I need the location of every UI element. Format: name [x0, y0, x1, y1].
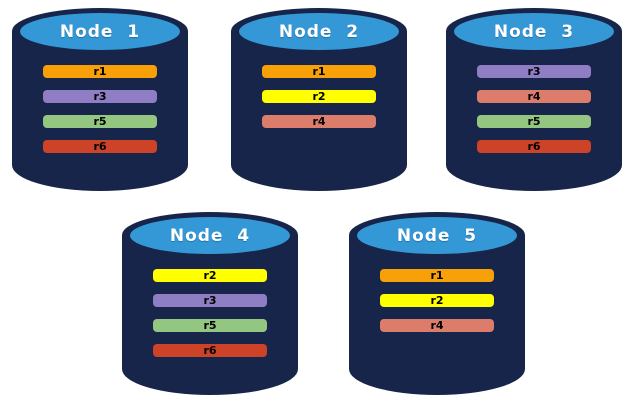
db-node-2: Node 2 r1 r2 r4: [231, 8, 407, 191]
replica-bar-r6: r6: [43, 140, 157, 153]
replica-bar-r3: r3: [477, 65, 591, 78]
cylinder-body: [12, 31, 188, 191]
db-node-1: Node 1 r1 r3 r5 r6: [12, 8, 188, 191]
replica-label: r1: [312, 65, 326, 78]
replica-bar-r4: r4: [262, 115, 376, 128]
cylinder-body: [122, 235, 298, 395]
replica-bar-r6: r6: [477, 140, 591, 153]
db-node-3: Node 3 r3 r4 r5 r6: [446, 8, 622, 191]
cylinder-body: [446, 31, 622, 191]
replica-bar-r2: r2: [380, 294, 494, 307]
replica-label: r1: [93, 65, 107, 78]
replica-label: r2: [312, 90, 326, 103]
replica-list: r1 r2 r4: [262, 65, 376, 128]
replica-label: r6: [527, 140, 541, 153]
replica-label: r2: [430, 294, 444, 307]
node-title: Node 3: [493, 21, 575, 42]
cylinder-body: [231, 31, 407, 191]
node-title: Node 2: [278, 21, 360, 42]
replica-label: r5: [203, 319, 217, 332]
node-title: Node 4: [169, 225, 251, 246]
replica-bar-r3: r3: [153, 294, 267, 307]
db-node-5: Node 5 r1 r2 r4: [349, 212, 525, 395]
replica-label: r4: [430, 319, 444, 332]
replica-bar-r2: r2: [262, 90, 376, 103]
node-title: Node 5: [396, 225, 478, 246]
replica-bar-r1: r1: [43, 65, 157, 78]
replica-label: r4: [312, 115, 326, 128]
replica-bar-r1: r1: [262, 65, 376, 78]
replica-label: r5: [93, 115, 107, 128]
cylinder-body: [349, 235, 525, 395]
cylinder-top-face: Node 5: [357, 217, 517, 254]
replica-list: r3 r4 r5 r6: [477, 65, 591, 153]
db-node-4: Node 4 r2 r3 r5 r6: [122, 212, 298, 395]
node-title: Node 1: [59, 21, 141, 42]
replica-list: r1 r2 r4: [380, 269, 494, 332]
replica-bar-r5: r5: [477, 115, 591, 128]
replica-label: r4: [527, 90, 541, 103]
replica-label: r3: [527, 65, 541, 78]
replica-bar-r5: r5: [153, 319, 267, 332]
replica-bar-r2: r2: [153, 269, 267, 282]
replica-bar-r1: r1: [380, 269, 494, 282]
replica-list: r1 r3 r5 r6: [43, 65, 157, 153]
replica-bar-r4: r4: [477, 90, 591, 103]
replica-label: r6: [203, 344, 217, 357]
replica-label: r1: [430, 269, 444, 282]
cylinder-top-face: Node 1: [20, 13, 180, 50]
replica-label: r6: [93, 140, 107, 153]
cylinder-top-face: Node 3: [454, 13, 614, 50]
replica-bar-r3: r3: [43, 90, 157, 103]
replica-bar-r4: r4: [380, 319, 494, 332]
replica-label: r2: [203, 269, 217, 282]
replica-label: r3: [203, 294, 217, 307]
replica-bar-r6: r6: [153, 344, 267, 357]
cylinder-top-face: Node 4: [130, 217, 290, 254]
replica-label: r3: [93, 90, 107, 103]
cylinder-top-face: Node 2: [239, 13, 399, 50]
replica-list: r2 r3 r5 r6: [153, 269, 267, 357]
replica-bar-r5: r5: [43, 115, 157, 128]
replica-label: r5: [527, 115, 541, 128]
